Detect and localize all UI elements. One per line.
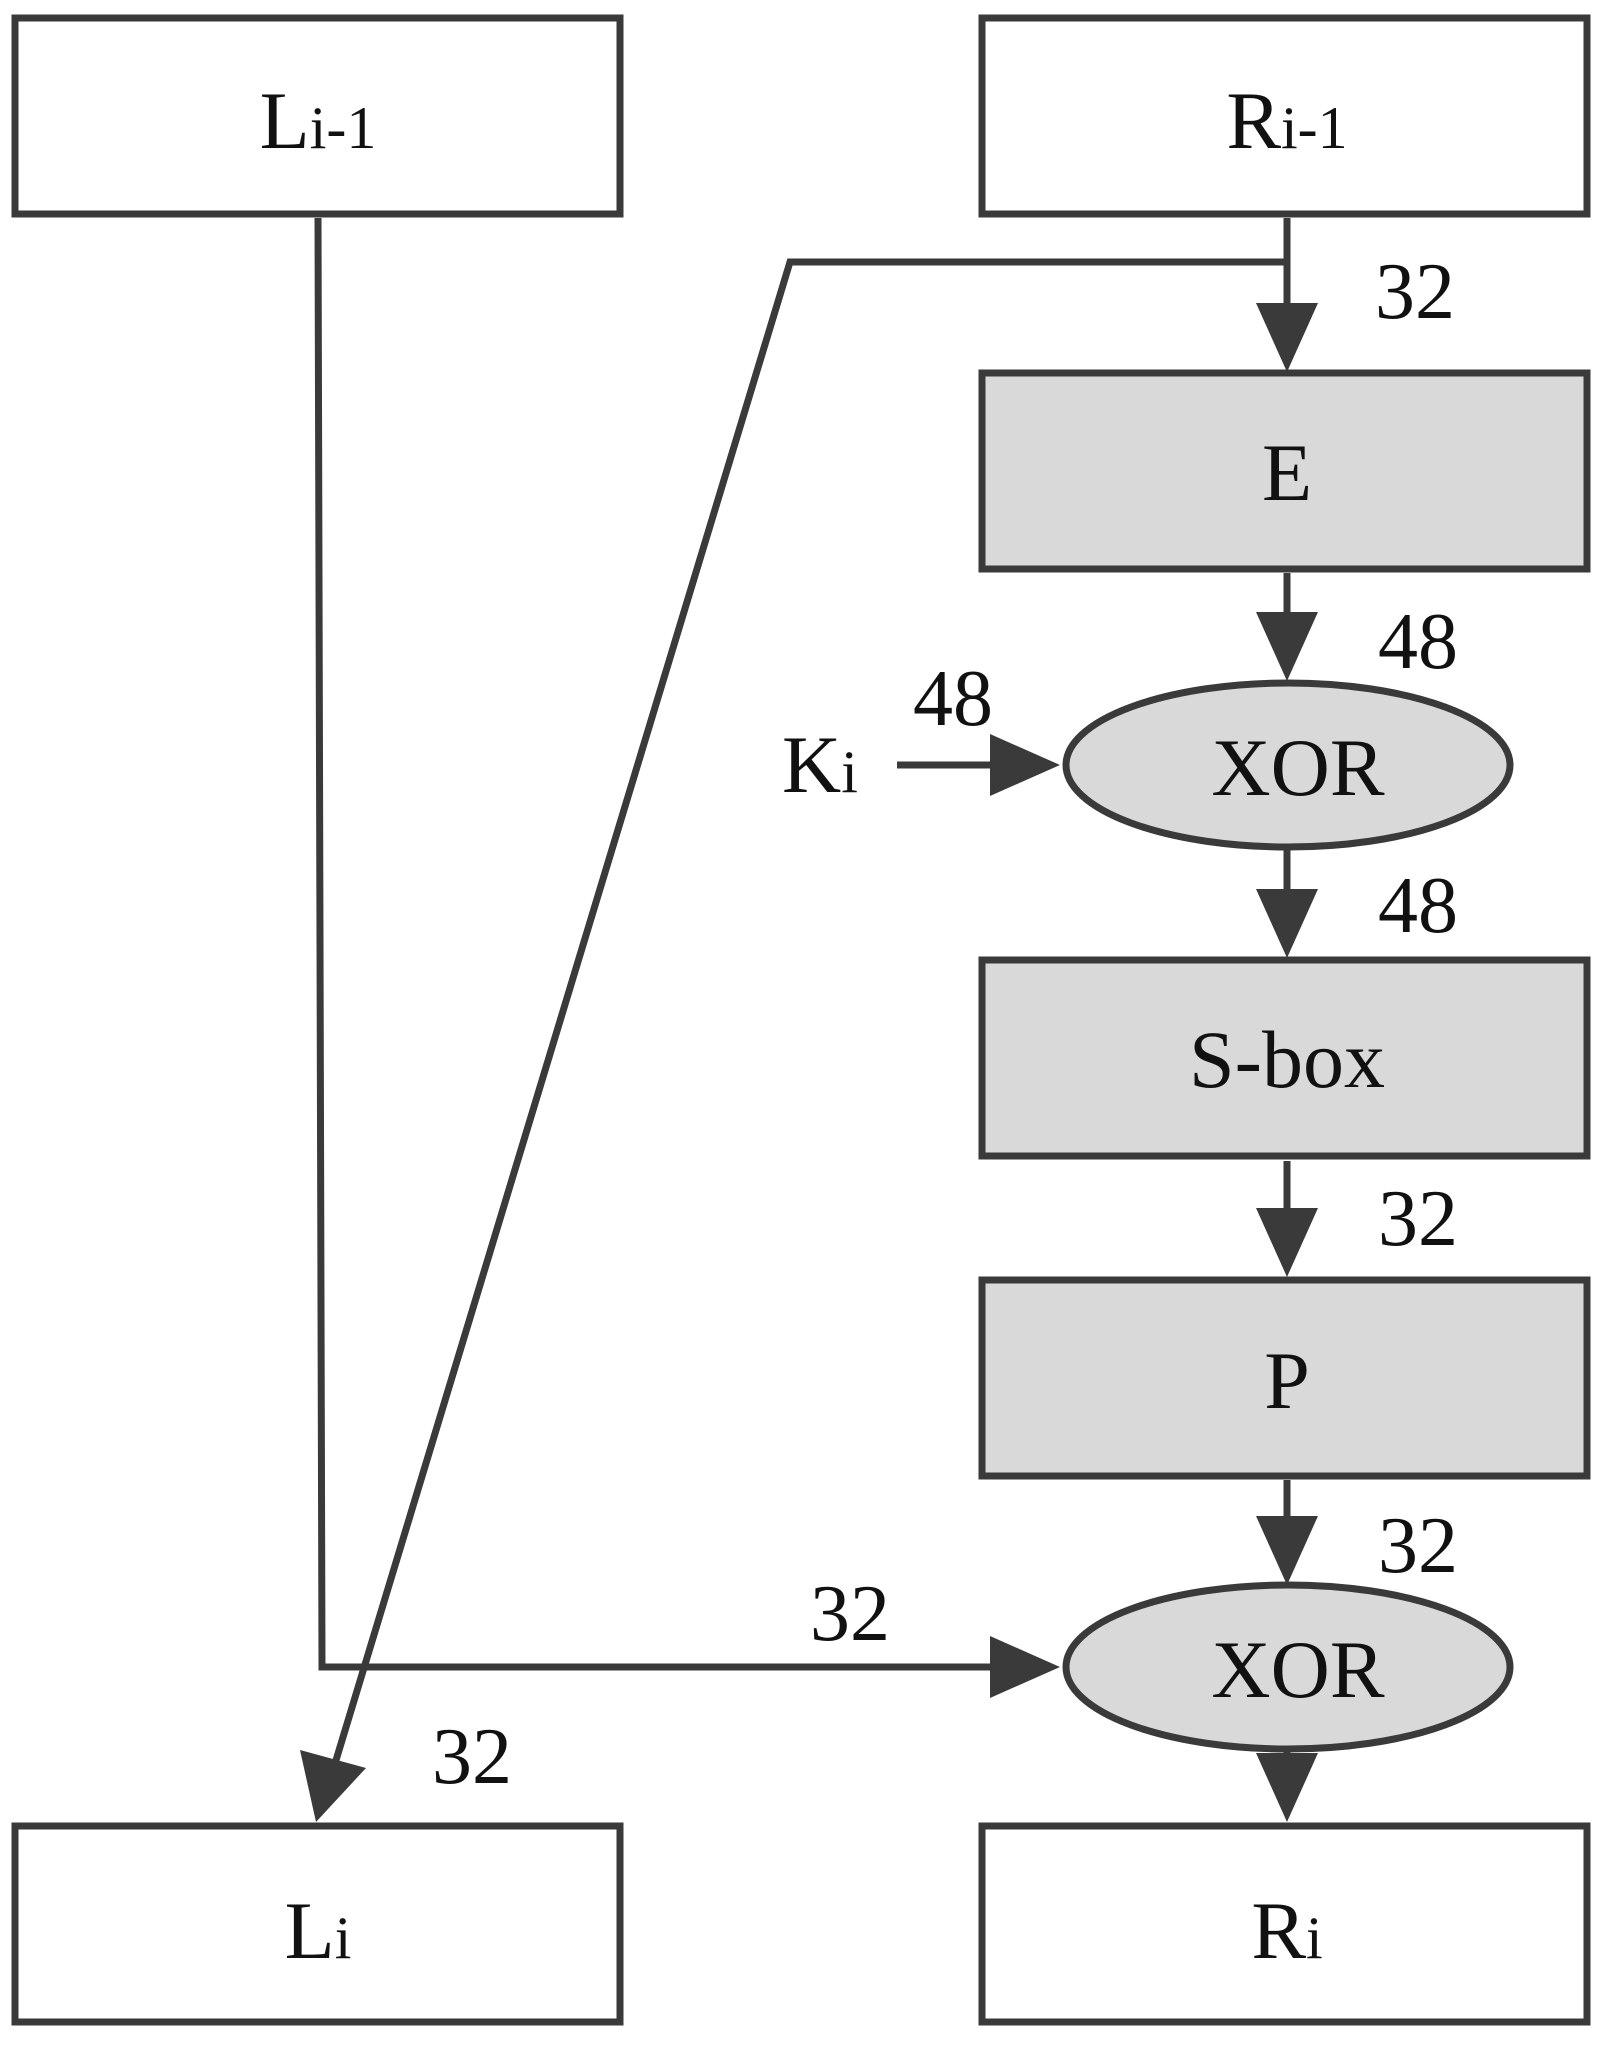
sbox-label: S-box xyxy=(1189,1014,1385,1105)
bit-width-p-to-xor: 32 xyxy=(1378,1502,1458,1590)
permutation-label: P xyxy=(1264,1335,1310,1426)
xor-key-label: XOR xyxy=(1211,722,1384,813)
key-input-label: Ki xyxy=(782,719,858,810)
wire-l-prev-to-xor xyxy=(314,217,1013,1671)
arrowhead-into-xor-top xyxy=(1256,612,1318,681)
bit-width-e-to-xor: 48 xyxy=(1378,598,1458,686)
wire-r-prev-to-l-next xyxy=(326,258,1287,1782)
xor-left-node xyxy=(1062,1581,1514,1753)
bit-width-sbox-to-p: 32 xyxy=(1378,1175,1458,1263)
block-r-prev xyxy=(978,14,1591,218)
arrowhead-key-into-xor xyxy=(990,734,1060,796)
block-permutation xyxy=(978,1276,1591,1480)
bit-width-xor-to-sbox: 48 xyxy=(1378,862,1458,950)
block-l-next xyxy=(11,1822,624,2026)
l-prev-label: Li-1 xyxy=(260,75,377,166)
r-next-label: Ri xyxy=(1251,1885,1322,1976)
arrowhead-into-e xyxy=(1256,303,1318,372)
bit-width-key-to-xor: 48 xyxy=(913,655,993,743)
block-l-prev xyxy=(11,14,624,218)
bit-width-r-to-e: 32 xyxy=(1375,248,1455,336)
xor-left-label: XOR xyxy=(1211,1624,1384,1715)
block-sbox xyxy=(978,956,1591,1160)
arrowhead-into-p xyxy=(1256,1208,1318,1277)
arrowhead-into-xor-bottom xyxy=(1256,1516,1318,1585)
expansion-label: E xyxy=(1262,427,1312,518)
bit-width-r-to-l-next: 32 xyxy=(432,1713,512,1801)
r-prev-label: Ri-1 xyxy=(1226,75,1347,166)
xor-key-node xyxy=(1062,679,1514,851)
arrowhead-l-into-xor xyxy=(990,1636,1060,1698)
block-r-next xyxy=(978,1822,1591,2026)
bit-width-l-to-xor: 32 xyxy=(810,1570,890,1658)
arrowhead-into-sbox xyxy=(1256,889,1318,958)
arrowhead-into-l-next xyxy=(300,1750,366,1822)
l-next-label: Li xyxy=(285,1885,352,1976)
arrowhead-into-r-next xyxy=(1256,1753,1318,1822)
block-expansion xyxy=(978,369,1591,573)
